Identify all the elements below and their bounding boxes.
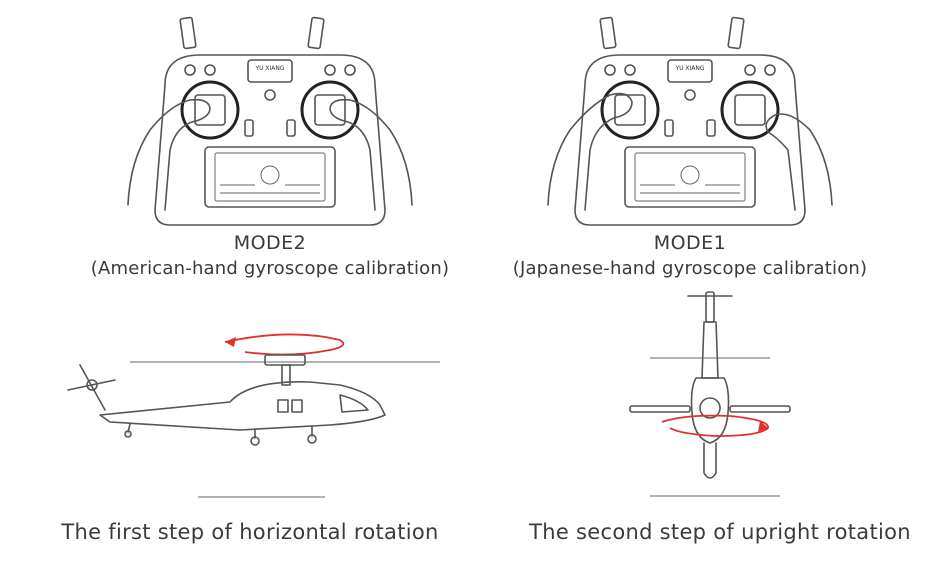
upright-caption: The second step of upright rotation [529, 520, 911, 544]
mode2-subtitle: (American-hand gyroscope calibration) [90, 258, 450, 279]
helicopter-upright-view-illustration [629, 291, 791, 497]
rotation-arrow-icon [661, 414, 769, 437]
rotation-arrow-icon [224, 333, 345, 356]
mode1-subtitle: (Japanese-hand gyroscope calibration) [512, 258, 868, 279]
mode1-panel: YU XIANG [540, 10, 840, 230]
mode2-title: MODE2 [233, 232, 307, 254]
horizontal-panel [50, 320, 450, 510]
horizontal-caption: The first step of horizontal rotation [61, 520, 439, 544]
helicopter-side-view-illustration [67, 333, 440, 498]
mode1-title: MODE1 [653, 232, 727, 254]
mode2-panel: YU XIANG [120, 10, 420, 230]
transmitter-mode1-illustration: YU XIANG [547, 16, 833, 226]
brand-label: YU XIANG [254, 65, 284, 72]
brand-label: YU XIANG [674, 65, 704, 72]
upright-panel [620, 288, 800, 503]
transmitter-mode2-illustration: YU XIANG [127, 16, 413, 226]
